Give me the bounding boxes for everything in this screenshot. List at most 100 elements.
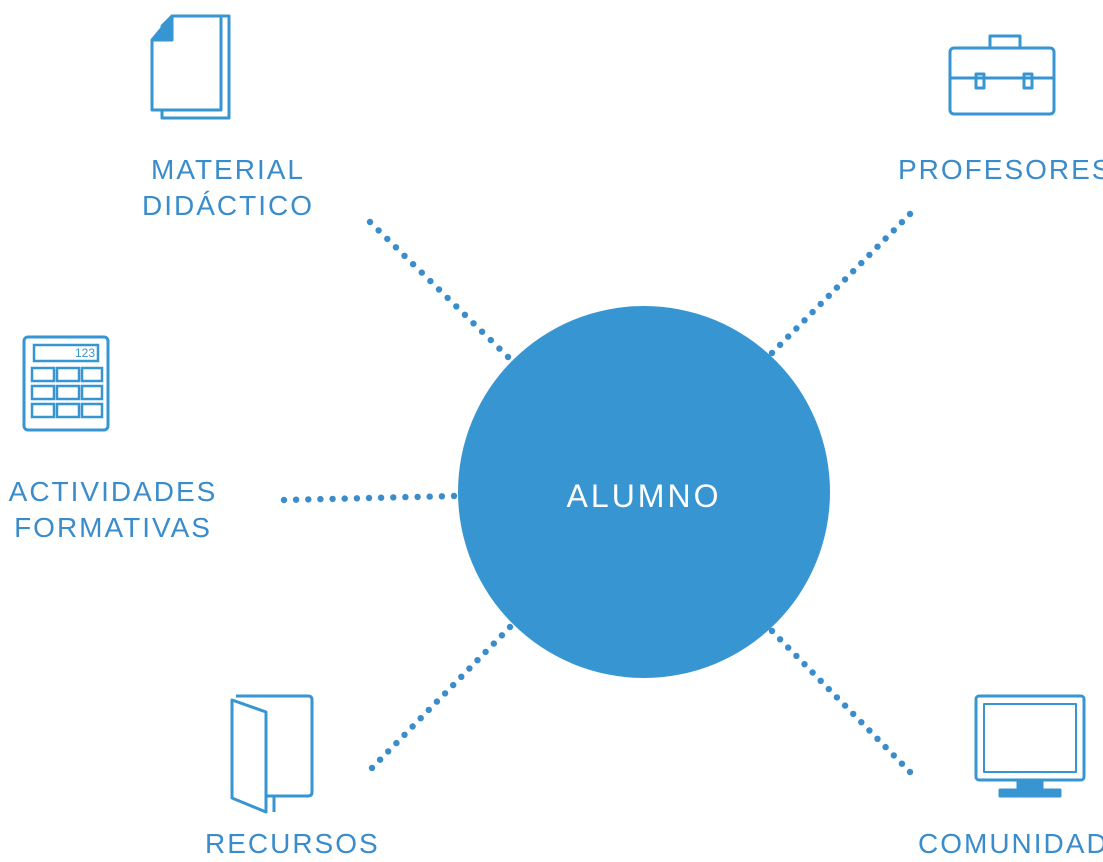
connector-dot — [506, 623, 514, 631]
connector-dot — [418, 269, 425, 276]
label-material-line-1: MATERIAL — [151, 154, 305, 185]
label-material-line-2: DIDÁCTICO — [142, 190, 314, 221]
connector-dot — [353, 495, 361, 502]
connector-dot — [329, 495, 336, 503]
connector-dot — [858, 719, 865, 726]
label-actividades-line-2: FORMATIVAS — [14, 512, 212, 543]
center-label: ALUMNO — [566, 478, 722, 514]
connector-profesores — [768, 210, 914, 357]
connector-dot — [435, 286, 443, 293]
connector-dot — [385, 748, 392, 755]
connector-dot — [375, 227, 382, 234]
connector-dot — [409, 723, 416, 730]
connector-dot — [393, 739, 400, 747]
monitor-icon — [974, 694, 1086, 798]
connector-dot — [366, 218, 374, 226]
documents-icon — [150, 14, 231, 120]
connector-dot — [376, 756, 384, 763]
connector-dot — [858, 259, 865, 267]
connector-dot — [433, 698, 441, 705]
connector-dot — [305, 496, 312, 503]
label-recursos-line-1: RECURSOS — [205, 828, 380, 859]
calculator-icon — [22, 335, 110, 432]
connector-dot — [898, 219, 906, 226]
connector-dot — [882, 743, 889, 751]
connector-dot — [817, 677, 824, 684]
connector-dot — [825, 685, 832, 693]
connector-dot — [392, 244, 400, 251]
connector-dot — [866, 251, 873, 259]
connector-dot — [478, 328, 486, 335]
connector-dot — [833, 694, 841, 701]
connector-dot — [768, 349, 776, 357]
connector-dot — [898, 760, 906, 767]
connector-dot — [906, 210, 914, 218]
label-profesores-line-1: PROFESORES — [898, 154, 1103, 185]
label-comunidad: COMUNIDAD — [918, 826, 1103, 862]
connector-recursos — [368, 623, 514, 772]
connector-dot — [377, 494, 385, 501]
connector-dot — [474, 657, 481, 664]
connector-dot — [776, 341, 784, 348]
connector-dot — [809, 308, 816, 316]
connector-dot — [390, 494, 397, 501]
connector-dot — [768, 627, 776, 635]
connector-dot — [882, 235, 889, 242]
connector-dot — [776, 636, 784, 643]
connector-dot — [402, 493, 409, 501]
connector-comunidad — [768, 627, 914, 776]
connector-dot — [317, 495, 324, 503]
connector-dot — [444, 294, 451, 302]
connector-dot — [498, 632, 506, 639]
connector-dot — [490, 640, 497, 647]
connector-dot — [874, 243, 881, 250]
connector-dot — [866, 727, 873, 734]
connector-dot — [504, 353, 512, 361]
connector-dot — [450, 681, 457, 689]
connector-dot — [438, 493, 446, 500]
connector-dot — [441, 690, 449, 697]
label-actividades-formativas: ACTIVIDADES FORMATIVAS — [0, 474, 226, 546]
connector-dot — [409, 261, 417, 268]
connector-dot — [292, 496, 300, 503]
connector-dot — [365, 494, 373, 502]
connector-dot — [793, 652, 800, 660]
connector-dot — [801, 317, 808, 324]
connectors — [280, 210, 914, 776]
connector-dot — [401, 731, 408, 738]
connector-dot — [825, 292, 832, 299]
connector-dot — [785, 333, 792, 340]
connector-dot — [417, 715, 424, 722]
connector-dot — [425, 706, 432, 714]
connector-dot — [809, 669, 816, 676]
connector-dot — [466, 665, 473, 672]
connector-dot — [401, 252, 408, 259]
calculator-display-text: 123 — [75, 346, 95, 360]
connector-dot — [341, 495, 348, 502]
connector-actividades — [280, 492, 458, 504]
connector-dot — [461, 311, 469, 318]
label-recursos: RECURSOS — [205, 826, 380, 862]
center-circle — [458, 306, 830, 678]
connector-dot — [414, 493, 421, 501]
connector-material — [366, 218, 512, 361]
connector-dot — [470, 320, 477, 327]
connector-dot — [850, 268, 857, 275]
connector-dot — [427, 277, 434, 285]
connector-dot — [850, 710, 857, 718]
label-comunidad-line-1: COMUNIDAD — [918, 828, 1103, 859]
label-material-didactico: MATERIAL DIDÁCTICO — [128, 152, 328, 224]
connector-dot — [482, 648, 489, 656]
connector-dot — [906, 768, 914, 776]
briefcase-icon — [948, 34, 1056, 116]
connector-dot — [384, 235, 391, 243]
connector-dot — [496, 345, 503, 352]
connector-dot — [487, 336, 494, 344]
folder-icon — [230, 694, 314, 814]
label-profesores: PROFESORES — [898, 152, 1103, 188]
connector-dot — [280, 496, 288, 504]
connector-dot — [874, 735, 881, 742]
label-actividades-line-1: ACTIVIDADES — [8, 476, 218, 507]
connector-dot — [793, 325, 800, 332]
